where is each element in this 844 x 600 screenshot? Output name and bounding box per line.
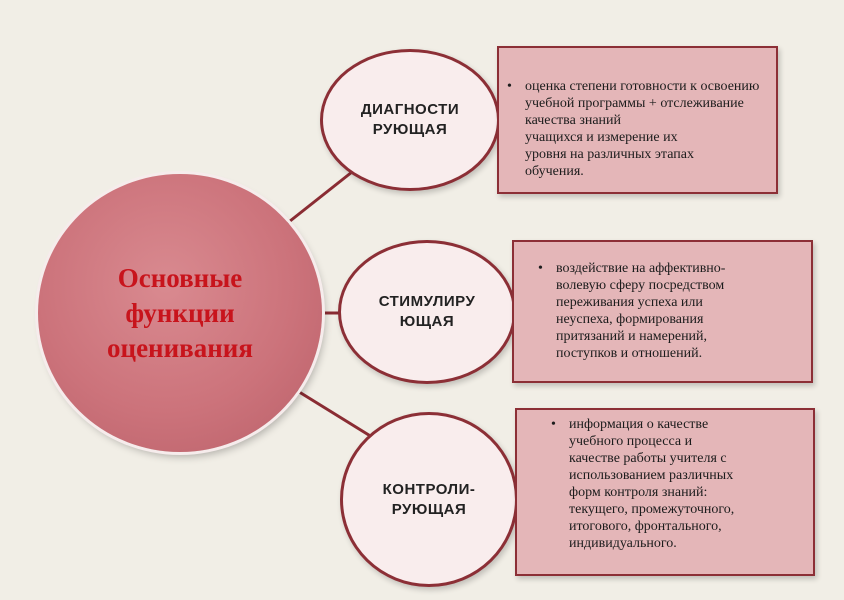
connector-line-controlling (295, 388, 373, 439)
description-box-controlling: информация о качестве учебного процесса … (515, 408, 815, 576)
description-text-diagnostic: оценка степени готовности к освоению уче… (505, 78, 768, 180)
description-text-stimulating: воздействие на аффективно- волевую сферу… (536, 260, 803, 362)
function-label-diagnostic: ДИАГНОСТИ РУЮЩАЯ (360, 101, 460, 138)
function-label-controlling: КОНТРОЛИ- РУЮЩАЯ (382, 480, 476, 518)
function-label-stimulating: СТИМУЛИРУ ЮЩАЯ (378, 293, 476, 330)
description-box-diagnostic: оценка степени готовности к освоению уче… (497, 46, 778, 194)
description-box-stimulating: воздействие на аффективно- волевую сферу… (512, 240, 813, 383)
main-concept-title: Основные функции оценивания (107, 262, 253, 363)
function-circle-diagnostic: ДИАГНОСТИ РУЮЩАЯ (320, 49, 500, 191)
description-text-controlling: информация о качестве учебного процесса … (549, 416, 805, 552)
connector-line-diagnostic (284, 170, 353, 227)
function-circle-controlling: КОНТРОЛИ- РУЮЩАЯ (340, 412, 518, 587)
main-concept-circle: Основные функции оценивания (38, 174, 322, 452)
function-circle-stimulating: СТИМУЛИРУ ЮЩАЯ (338, 240, 516, 384)
description-list: воздействие на аффективно- волевую сферу… (536, 260, 803, 362)
description-list: оценка степени готовности к освоению уче… (505, 78, 768, 180)
description-list: информация о качестве учебного процесса … (549, 416, 805, 552)
